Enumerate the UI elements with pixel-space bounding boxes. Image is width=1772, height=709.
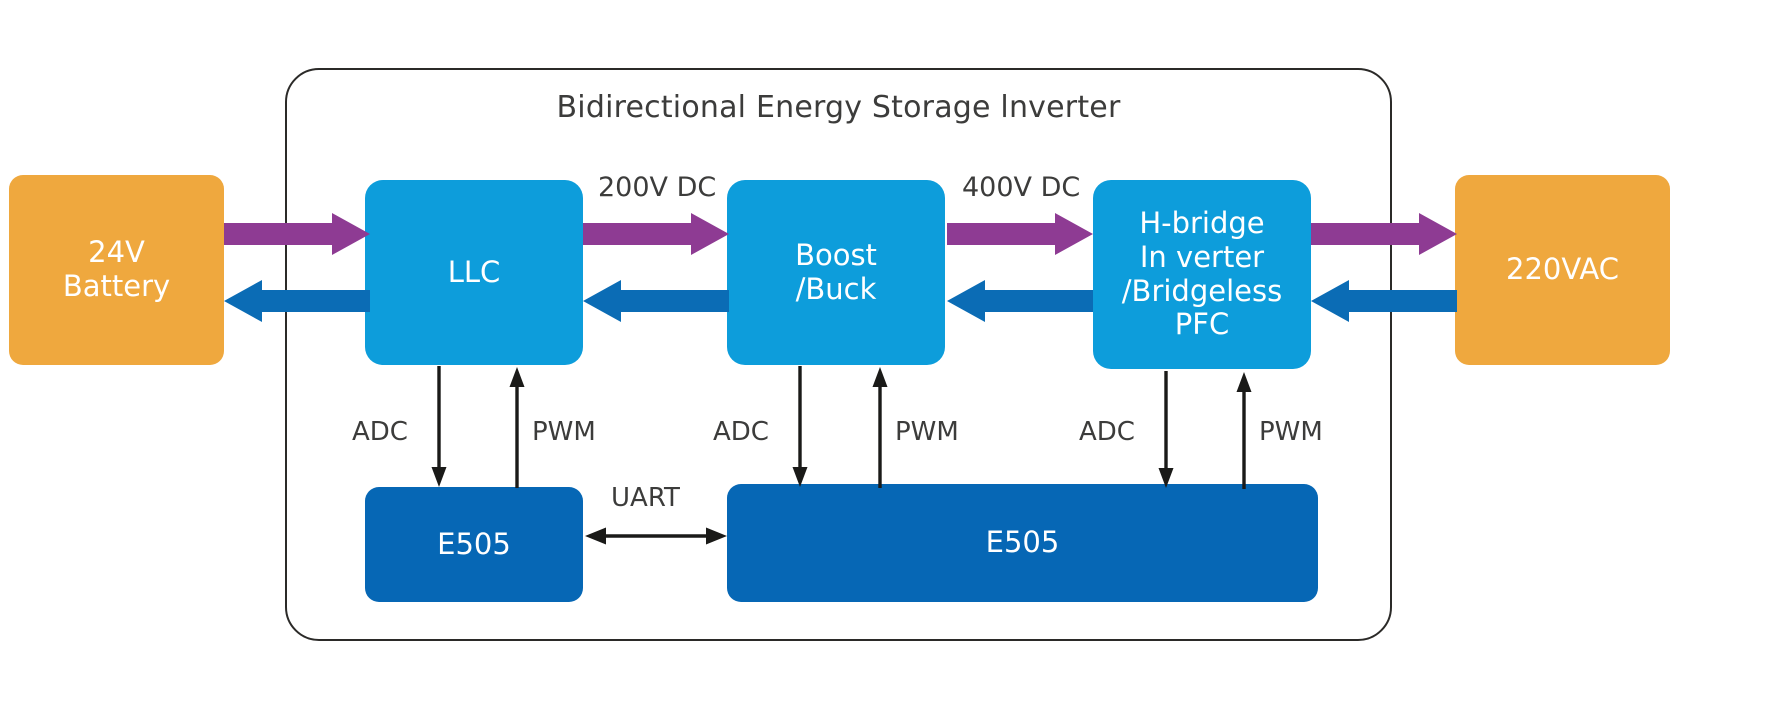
signal-arrow-pwm-llc	[509, 366, 525, 488]
stage-block-hbridge-line3: /Bridgeless	[1121, 273, 1283, 308]
signal-label-pwm-boost: PWM	[895, 417, 959, 447]
signal-arrow-adc-boost	[792, 366, 808, 488]
signal-label-pwm-hbridge: PWM	[1259, 417, 1323, 447]
stage-block-llc: LLC	[365, 180, 583, 365]
controller-block-right-label: E505	[985, 525, 1060, 560]
signal-label-adc-llc: ADC	[352, 417, 408, 447]
power-arrow-forward-boost-hbridge	[947, 213, 1093, 255]
load-block-line1: 220VAC	[1506, 252, 1619, 287]
stage-block-boost-buck-line1: Boost	[795, 237, 877, 272]
power-arrow-forward-llc-boost	[583, 213, 729, 255]
inverter-boundary	[285, 68, 1392, 641]
power-arrow-forward-battery-llc	[224, 213, 370, 255]
source-block-line1: 24V	[88, 235, 145, 270]
page-title: Bidirectional Energy Storage lnverter	[556, 90, 1121, 125]
signal-arrow-pwm-boost	[872, 366, 888, 488]
stage-block-hbridge-line4: PFC	[1174, 307, 1230, 342]
signal-arrow-pwm-hbridge	[1236, 371, 1252, 489]
signal-arrow-adc-llc	[431, 366, 447, 488]
stage-block-hbridge-line1: H-bridge	[1139, 205, 1265, 240]
signal-label-adc-boost: ADC	[713, 417, 769, 447]
stage-block-hbridge-line2: In verter	[1139, 239, 1265, 274]
bus-label-400v-dc: 400V DC	[962, 172, 1081, 203]
load-block-ac-grid: 220VAC	[1455, 175, 1670, 365]
power-arrow-forward-hbridge-grid	[1311, 213, 1457, 255]
signal-arrow-uart	[585, 526, 727, 546]
power-arrow-reverse-grid-hbridge	[1311, 280, 1457, 322]
stage-block-boost-buck-text: Boost /Buck	[795, 237, 877, 307]
power-arrow-reverse-hbridge-boost	[947, 280, 1093, 322]
signal-label-adc-hbridge: ADC	[1079, 417, 1135, 447]
power-arrow-reverse-llc-battery	[224, 280, 370, 322]
stage-block-boost-buck-line2: /Buck	[795, 271, 877, 306]
signal-label-pwm-llc: PWM	[532, 417, 596, 447]
bus-label-200v-dc: 200V DC	[598, 172, 717, 203]
stage-block-llc-label: LLC	[447, 254, 501, 289]
signal-label-uart: UART	[611, 483, 680, 513]
signal-arrow-adc-hbridge	[1158, 371, 1174, 489]
controller-block-right: E505	[727, 484, 1318, 602]
source-block-battery: 24V Battery	[9, 175, 224, 365]
stage-block-hbridge-pfc-text: H-bridge In verter /Bridgeless PFC	[1121, 205, 1283, 343]
controller-block-left-label: E505	[437, 526, 511, 561]
controller-block-left: E505	[365, 487, 583, 602]
stage-block-boost-buck: Boost /Buck	[727, 180, 945, 365]
stage-block-hbridge-pfc: H-bridge In verter /Bridgeless PFC	[1093, 180, 1311, 369]
source-block-text: 24V Battery	[62, 235, 171, 304]
power-arrow-reverse-boost-llc	[583, 280, 729, 322]
source-block-line2: Battery	[62, 269, 171, 303]
